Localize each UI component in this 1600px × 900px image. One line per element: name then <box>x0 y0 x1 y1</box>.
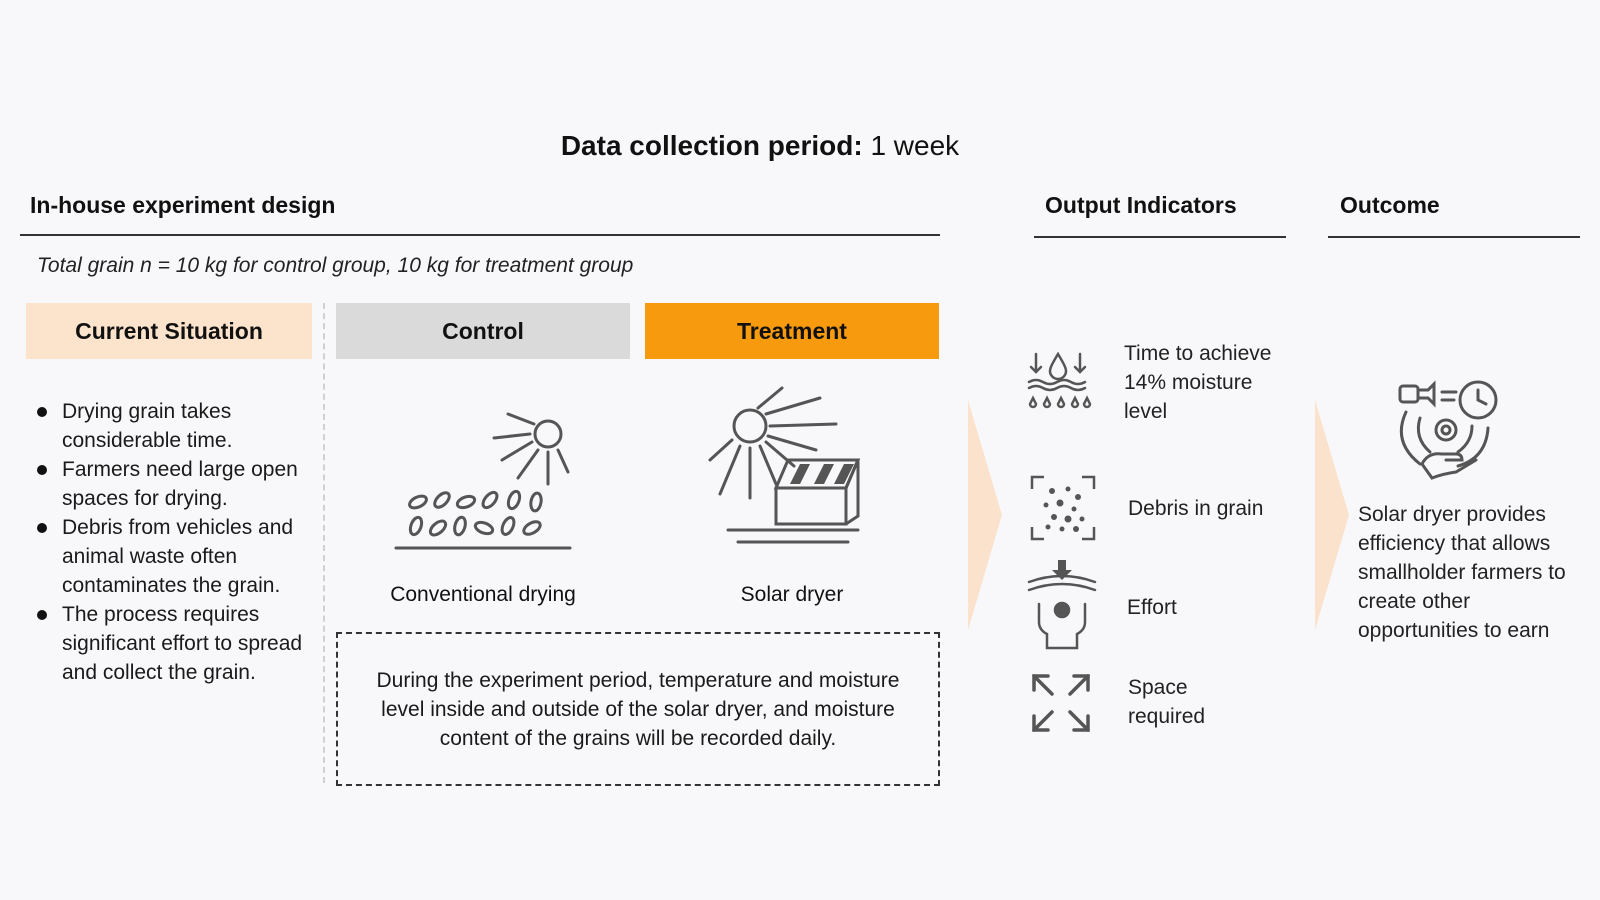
design-rule <box>20 234 940 236</box>
list-item: Debris from vehicles and animal waste of… <box>30 513 310 600</box>
treatment-caption: Solar dryer <box>740 583 844 606</box>
period-value: 1 week <box>870 130 960 161</box>
indicator-effort-label: Effort <box>1127 596 1177 619</box>
outcome-rule <box>1328 236 1580 238</box>
current-situation-list: Drying grain takes considerable time. Fa… <box>30 397 310 687</box>
design-title: In-house experiment design <box>30 192 336 218</box>
experiment-note: During the experiment period, temperatur… <box>376 668 900 750</box>
output-indicators-title: Output Indicators <box>1045 192 1237 218</box>
experiment-note-box: During the experiment period, temperatur… <box>336 632 940 786</box>
list-item: The process requires significant effort … <box>30 600 310 687</box>
effort-icon <box>1027 560 1097 650</box>
debris-icon <box>1030 475 1096 541</box>
efficiency-icon <box>1398 380 1498 480</box>
control-header: Control <box>336 303 630 359</box>
indicator-space-label: Space required <box>1128 676 1206 728</box>
solar-dryer-icon <box>708 386 861 544</box>
arrow-to-indicators-icon <box>968 400 1002 630</box>
moisture-icon <box>1027 351 1092 409</box>
control-caption: Conventional drying <box>390 583 576 606</box>
outcome-text: Solar dryer provides efficiency that all… <box>1358 503 1566 642</box>
list-item: Farmers need large open spaces for dryin… <box>30 455 310 513</box>
current-situation-header: Current Situation <box>26 303 312 359</box>
indicator-debris-label: Debris in grain <box>1128 497 1264 520</box>
data-collection-period: Data collection period: 1 week <box>0 130 1520 162</box>
outcome-title: Outcome <box>1340 192 1440 218</box>
arrow-to-outcome-icon <box>1315 400 1349 630</box>
output-indicators-rule <box>1034 236 1286 238</box>
period-label: Data collection period: <box>560 130 863 161</box>
design-subtitle: Total grain n = 10 kg for control group,… <box>37 254 634 277</box>
treatment-header: Treatment <box>645 303 939 359</box>
expand-arrows-icon <box>1032 674 1090 732</box>
conventional-drying-icon <box>394 412 572 550</box>
column-separator <box>323 303 325 783</box>
list-item: Drying grain takes considerable time. <box>30 397 310 455</box>
indicator-moisture-label: Time to achieve 14% moisture level <box>1124 342 1272 423</box>
